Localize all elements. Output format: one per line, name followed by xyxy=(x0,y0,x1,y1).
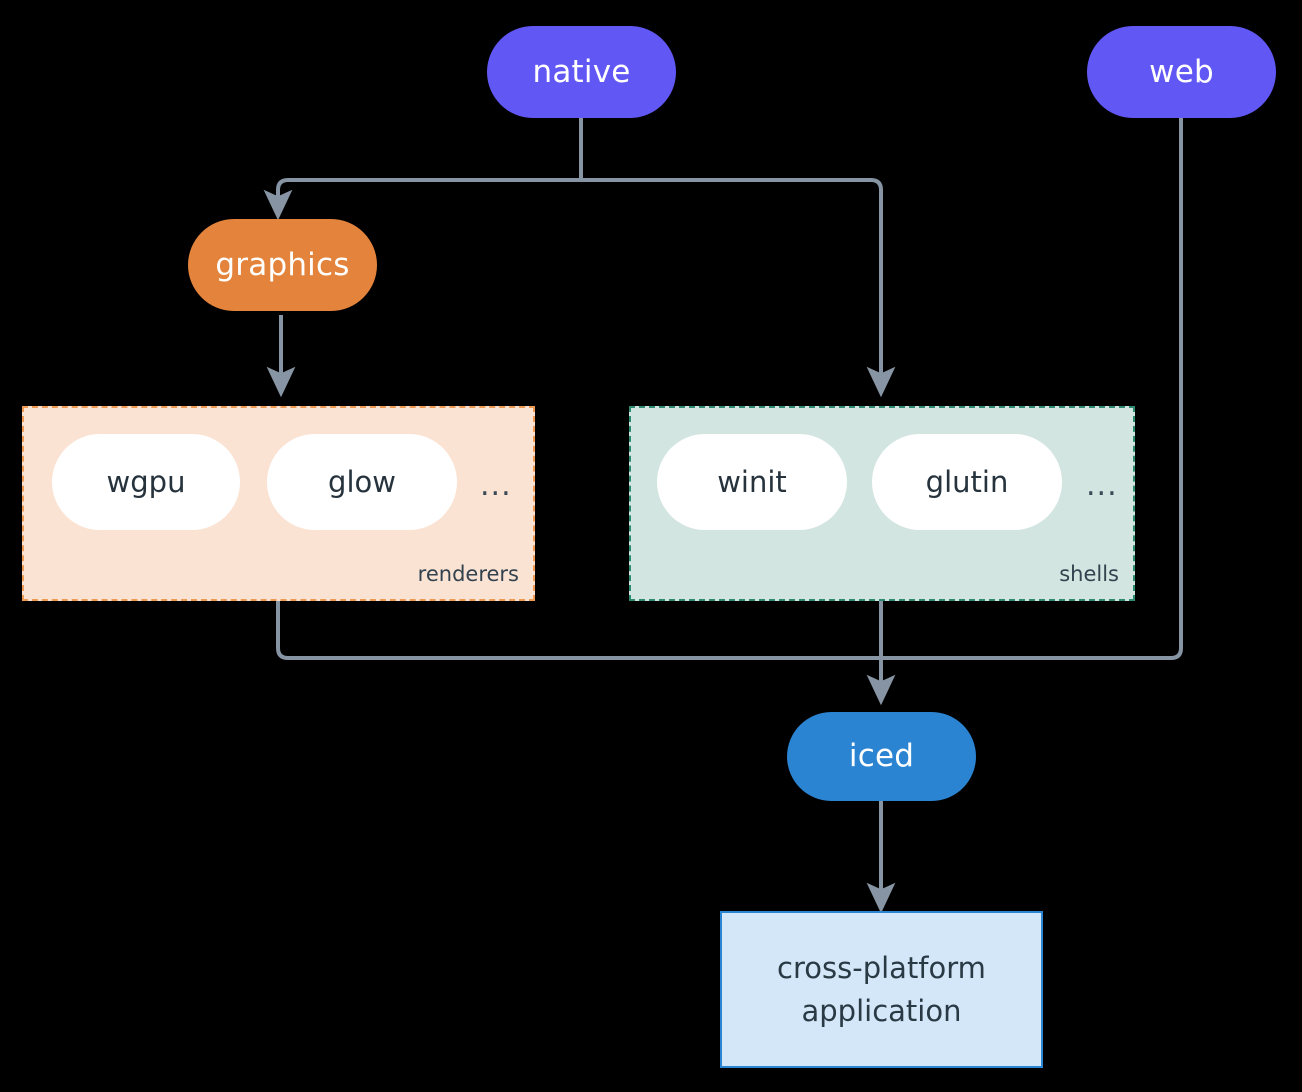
node-graphics-label: graphics xyxy=(215,246,350,283)
leaf-pill-winit-label: winit xyxy=(717,465,787,499)
edge-renderers-to-iced xyxy=(276,601,881,660)
node-application[interactable]: cross-platform application xyxy=(720,911,1043,1068)
node-application-line2: application xyxy=(801,993,962,1028)
group-renderers: wgpu glow ... renderers xyxy=(22,406,535,601)
edge-native-to-shells xyxy=(581,178,896,398)
group-shells: winit glutin ... shells xyxy=(629,406,1135,601)
renderers-overflow-ellipsis: ... xyxy=(480,468,512,503)
node-graphics[interactable]: graphics xyxy=(188,219,377,311)
leaf-pill-winit[interactable]: winit xyxy=(657,434,847,530)
edge-native-to-graphics xyxy=(263,178,581,221)
leaf-pill-glow[interactable]: glow xyxy=(267,434,457,530)
node-web-label: web xyxy=(1149,53,1214,90)
leaf-pill-glutin[interactable]: glutin xyxy=(872,434,1062,530)
node-web[interactable]: web xyxy=(1087,26,1276,118)
group-renderers-label: renderers xyxy=(417,562,519,586)
node-iced[interactable]: iced xyxy=(787,712,976,801)
leaf-pill-glow-label: glow xyxy=(328,465,396,499)
node-native-label: native xyxy=(532,53,631,90)
leaf-pill-wgpu-label: wgpu xyxy=(106,465,186,499)
node-iced-label: iced xyxy=(848,738,915,775)
group-shells-label: shells xyxy=(1059,562,1119,586)
shells-overflow-ellipsis: ... xyxy=(1086,468,1118,503)
node-native[interactable]: native xyxy=(487,26,676,118)
leaf-pill-glutin-label: glutin xyxy=(925,465,1009,499)
node-application-line1: cross-platform xyxy=(777,951,986,986)
leaf-pill-wgpu[interactable]: wgpu xyxy=(52,434,240,530)
